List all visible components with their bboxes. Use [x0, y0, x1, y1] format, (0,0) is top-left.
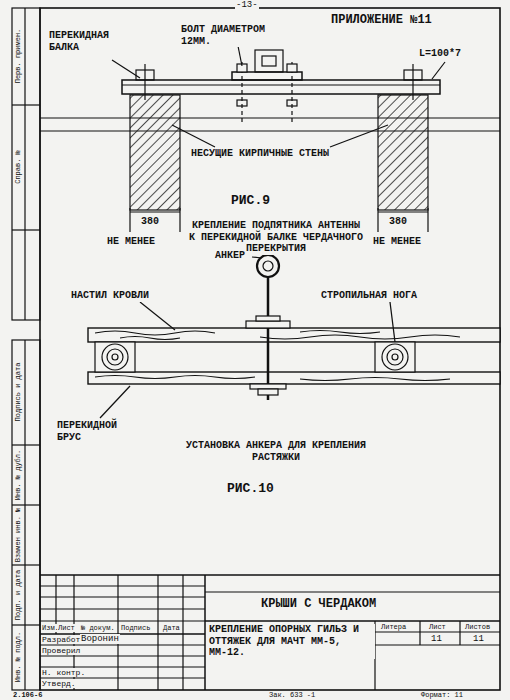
order-number: Зак. 633 -1: [268, 691, 316, 699]
callout-label: НЕСУЩИЕ КИРПИЧНЫЕ СТЕНЫ: [190, 148, 330, 160]
sheet-description: КРЕПЛЕНИЕ ОПОРНЫХ ГИЛЬЗ И ОТТЯЖЕК ДЛЯ МА…: [208, 624, 375, 659]
callout-label: НАСТИЛ КРОВЛИ: [70, 290, 150, 302]
dimension: 380: [140, 216, 160, 228]
table-cell: Листов: [464, 623, 491, 631]
table-cell: № докум.: [80, 624, 116, 632]
callout-label: СТРОПИЛЬНАЯ НОГА: [320, 290, 418, 302]
dimension: 380: [388, 216, 408, 228]
table-cell: Дата: [162, 624, 181, 632]
margin-field: Справ. №: [14, 149, 22, 185]
table-cell: Утверд.: [41, 679, 77, 688]
table-cell: 11: [430, 634, 443, 644]
dimension-note: НЕ МЕНЕЕ: [372, 236, 422, 248]
table-cell: 11: [472, 634, 485, 644]
margin-field: Взамен инв. №: [14, 507, 22, 564]
figure-caption: КРЕПЛЕНИЕ ПОДПЯТНИКА АНТЕННЫ К ПЕРЕКИДНО…: [185, 220, 367, 255]
table-cell: Проверил: [41, 646, 81, 655]
margin-field: Подп. и дата: [14, 569, 22, 621]
sheet-heading: ПРИЛОЖЕНИЕ №11: [330, 14, 433, 28]
profile-label: L=100*7: [418, 48, 462, 60]
margin-field: Подпись и дата: [14, 362, 22, 423]
table-cell: Подпись: [120, 624, 151, 632]
dimension-note: НЕ МЕНЕЕ: [106, 236, 156, 248]
sheet-title: КРЫШИ С ЧЕРДАКОМ: [260, 598, 377, 612]
margin-field: Перв. примен.: [14, 28, 22, 85]
table-cell: Н. контр.: [41, 668, 86, 677]
figure-number: РИС.10: [226, 482, 275, 497]
callout-label: ПЕРЕКИДНОЙ БРУС: [56, 420, 133, 443]
page-number: -13-: [235, 0, 259, 10]
table-cell: Литера: [380, 623, 407, 631]
callout-label: БОЛТ ДИАМЕТРОМ 12ММ.: [180, 24, 292, 47]
callout-label: ПЕРЕКИДНАЯ БАЛКА: [48, 30, 130, 53]
figure-caption: УСТАНОВКА АНКЕРА ДЛЯ КРЕПЛЕНИЯ РАСТЯЖКИ: [160, 440, 392, 463]
table-cell: Лист: [428, 623, 447, 631]
callout-label: АНКЕР: [214, 250, 246, 262]
signature: Воронин: [80, 634, 120, 644]
table-cell: Лист: [57, 624, 76, 632]
format-note: Формат: 11: [420, 691, 464, 699]
figure-number: РИС.9: [230, 194, 271, 209]
form-code: 2.106-6: [12, 691, 43, 699]
margin-field: Инв. № дубл.: [14, 449, 22, 501]
margin-field: Инв. № подл.: [14, 631, 22, 683]
